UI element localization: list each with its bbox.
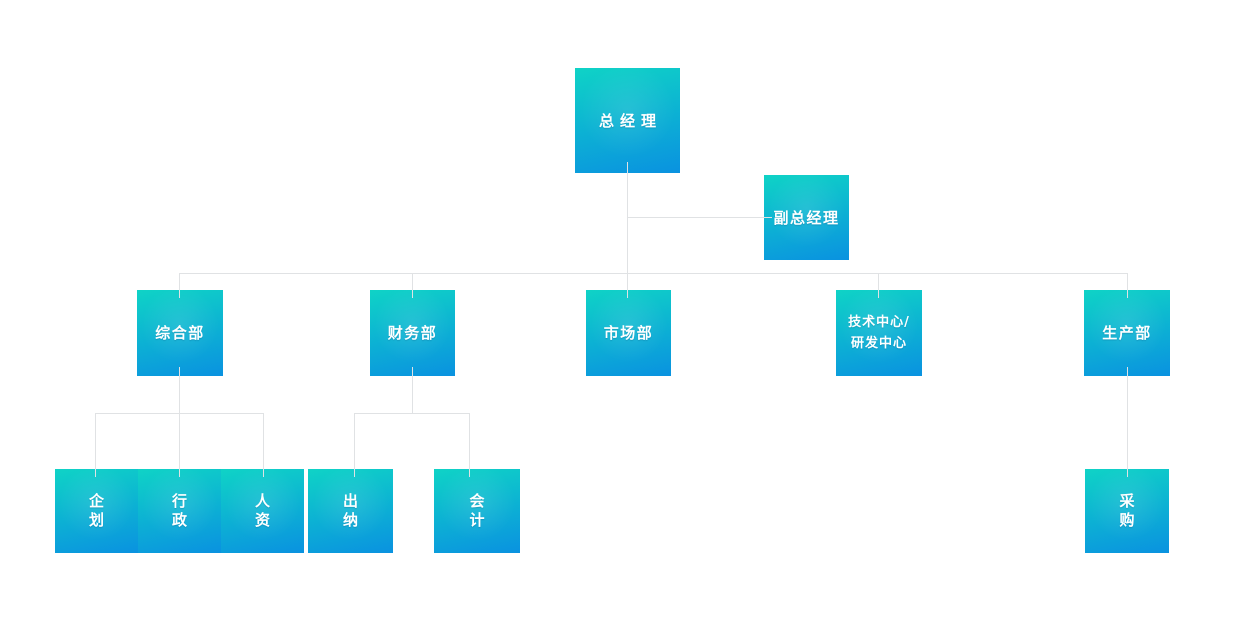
node-label-char2: 划 bbox=[88, 511, 104, 529]
node-label-char1: 采 bbox=[1119, 492, 1135, 510]
connector-drop-tech bbox=[878, 273, 879, 298]
node-general-manager: 总经理 bbox=[575, 68, 680, 173]
node-production-dept: 生产部 bbox=[1084, 290, 1170, 376]
node-deputy-general-manager: 副总经理 bbox=[764, 175, 849, 260]
connector-drop-administration bbox=[179, 413, 180, 477]
connector-general-affairs-stem bbox=[179, 367, 180, 413]
node-label: 财务部 bbox=[387, 324, 438, 342]
node-human-resources: 人 资 bbox=[221, 469, 304, 553]
node-tech-rd-center: 技术中心/ 研发中心 bbox=[836, 290, 922, 376]
node-procurement: 采 购 bbox=[1085, 469, 1169, 553]
node-label-char1: 企 bbox=[88, 492, 104, 510]
node-label-char1: 行 bbox=[171, 492, 187, 510]
connector-procurement-stem bbox=[1127, 367, 1128, 477]
node-finance-dept: 财务部 bbox=[370, 290, 455, 376]
connector-drop-human-resources bbox=[263, 413, 264, 477]
node-label: 综合部 bbox=[155, 324, 205, 342]
connector-drop-cashier bbox=[354, 413, 355, 477]
node-label-line2: 研发中心 bbox=[850, 336, 907, 351]
node-label: 总经理 bbox=[598, 111, 662, 130]
connector-drop-accounting bbox=[469, 413, 470, 477]
node-label: 市场部 bbox=[603, 324, 654, 342]
node-general-affairs-dept: 综合部 bbox=[137, 290, 223, 376]
node-label-char2: 资 bbox=[254, 511, 270, 529]
node-cashier: 出 纳 bbox=[308, 469, 393, 553]
node-planning: 企 划 bbox=[55, 469, 138, 553]
node-label-char2: 购 bbox=[1119, 511, 1135, 529]
connector-drop-production bbox=[1127, 273, 1128, 298]
connector-finance-bar bbox=[354, 413, 469, 414]
node-accounting: 会 计 bbox=[434, 469, 520, 553]
node-label: 生产部 bbox=[1102, 324, 1152, 342]
node-label-char1: 人 bbox=[254, 492, 270, 510]
node-label-line1: 技术中心/ bbox=[848, 315, 910, 330]
node-label-char2: 政 bbox=[171, 511, 187, 529]
node-label-char2: 计 bbox=[469, 511, 485, 529]
connector-level2-bar bbox=[179, 273, 1128, 274]
node-label-char1: 出 bbox=[342, 492, 358, 510]
node-marketing-dept: 市场部 bbox=[586, 290, 671, 376]
connector-finance-stem bbox=[412, 367, 413, 413]
node-administration: 行 政 bbox=[138, 469, 221, 553]
node-label-char1: 会 bbox=[469, 492, 485, 510]
node-label: 副总经理 bbox=[773, 208, 840, 227]
connector-drop-general-affairs bbox=[179, 273, 180, 298]
connector-drop-marketing bbox=[627, 273, 628, 298]
connector-deputy-branch bbox=[627, 217, 772, 218]
connector-drop-planning bbox=[95, 413, 96, 477]
node-label-char2: 纳 bbox=[342, 511, 358, 529]
connector-drop-finance bbox=[412, 273, 413, 298]
